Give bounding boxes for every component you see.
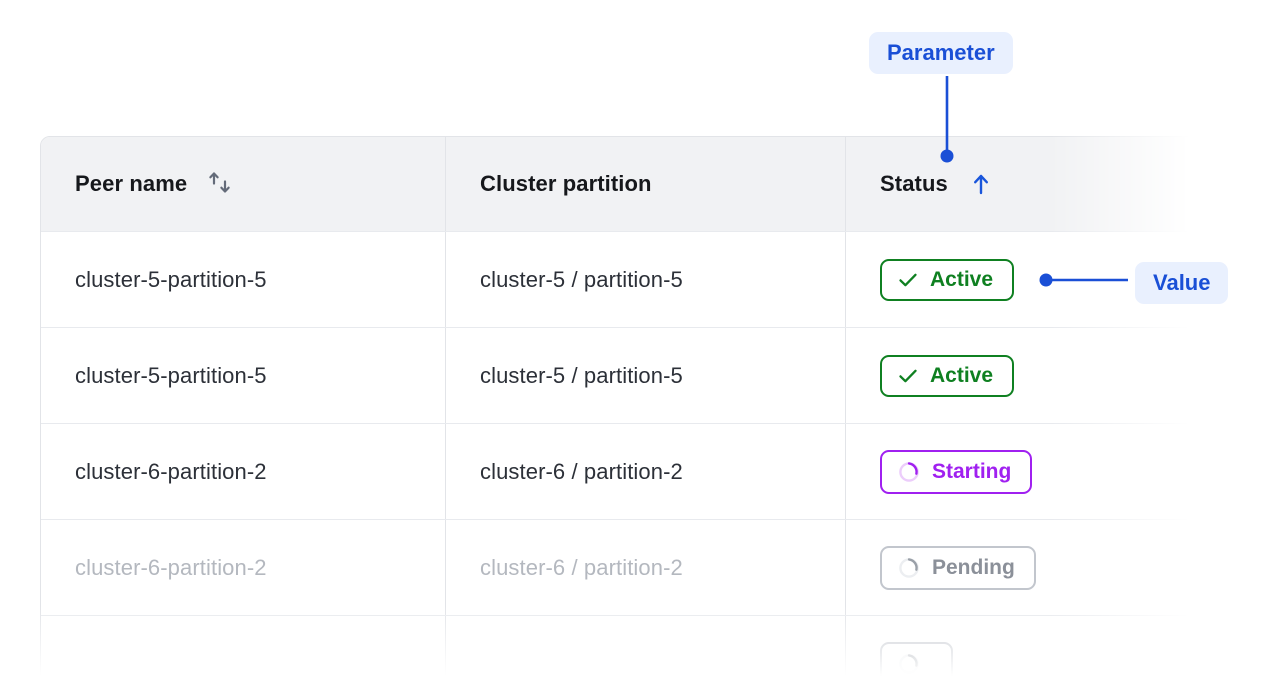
peers-table: Peer name Cluster partition Status [40, 136, 1200, 688]
sort-both-arrows-icon[interactable] [205, 169, 235, 199]
column-header-label: Status [880, 171, 948, 196]
annotation-label-value: Value [1135, 262, 1229, 305]
cluster-partition-text: cluster-6 / partition-2 [480, 554, 683, 580]
table-row[interactable]: cluster-6-partition-2 cluster-6 / partit… [41, 520, 1199, 616]
cell-peer-name [41, 616, 446, 688]
cluster-partition-text: cluster-6 / partition-2 [480, 458, 683, 484]
table-row[interactable] [41, 616, 1199, 688]
column-header-label: Peer name [75, 171, 188, 196]
status-badge-pending [880, 642, 953, 686]
table-header-row: Peer name Cluster partition Status [41, 137, 1199, 232]
peer-name-text: cluster-5-partition-5 [75, 362, 267, 388]
status-label: Active [930, 268, 994, 291]
cell-status: Pending [846, 520, 1199, 615]
annotation-label-parameter: Parameter [869, 32, 1013, 75]
cell-status: Active [846, 232, 1199, 327]
cell-cluster-partition: cluster-6 / partition-2 [446, 424, 846, 519]
spinner-icon [897, 652, 921, 676]
spinner-icon [897, 460, 921, 484]
status-badge-pending: Pending [880, 545, 1036, 590]
cluster-partition-text: cluster-5 / partition-5 [480, 362, 683, 388]
peer-name-text: cluster-6-partition-2 [75, 458, 267, 484]
cell-peer-name: cluster-6-partition-2 [41, 520, 446, 615]
status-badge-active: Active [880, 354, 1015, 397]
table-row[interactable]: cluster-6-partition-2 cluster-6 / partit… [41, 424, 1199, 520]
table-row[interactable]: cluster-5-partition-5 cluster-5 / partit… [41, 328, 1199, 424]
status-label: Active [930, 364, 994, 387]
cell-peer-name: cluster-5-partition-5 [41, 232, 446, 327]
status-label: Starting [932, 460, 1012, 483]
status-badge-starting: Starting [880, 449, 1033, 494]
check-icon [897, 365, 919, 387]
column-header-cluster-partition[interactable]: Cluster partition [446, 137, 846, 231]
cell-cluster-partition: cluster-6 / partition-2 [446, 520, 846, 615]
check-icon [897, 269, 919, 291]
cluster-partition-text: cluster-5 / partition-5 [480, 266, 683, 292]
cell-cluster-partition: cluster-5 / partition-5 [446, 232, 846, 327]
peer-name-text: cluster-5-partition-5 [75, 266, 267, 292]
cell-status: Starting [846, 424, 1199, 519]
status-label: Pending [932, 556, 1015, 579]
table-fade-mask: Peer name Cluster partition Status [40, 136, 1200, 688]
table-row[interactable]: cluster-5-partition-5 cluster-5 / partit… [41, 232, 1199, 328]
spinner-icon [897, 556, 921, 580]
cell-status [846, 616, 1199, 688]
cell-cluster-partition [446, 616, 846, 688]
cell-peer-name: cluster-6-partition-2 [41, 424, 446, 519]
column-header-label: Cluster partition [480, 171, 652, 196]
cell-status: Active [846, 328, 1199, 423]
column-header-status[interactable]: Status [846, 137, 1199, 231]
peers-table-container: Peer name Cluster partition Status [40, 136, 1200, 688]
cell-peer-name: cluster-5-partition-5 [41, 328, 446, 423]
arrow-up-icon[interactable] [966, 169, 996, 199]
status-badge-active: Active [880, 258, 1015, 301]
cell-cluster-partition: cluster-5 / partition-5 [446, 328, 846, 423]
peer-name-text: cluster-6-partition-2 [75, 554, 267, 580]
column-header-peer-name[interactable]: Peer name [41, 137, 446, 231]
